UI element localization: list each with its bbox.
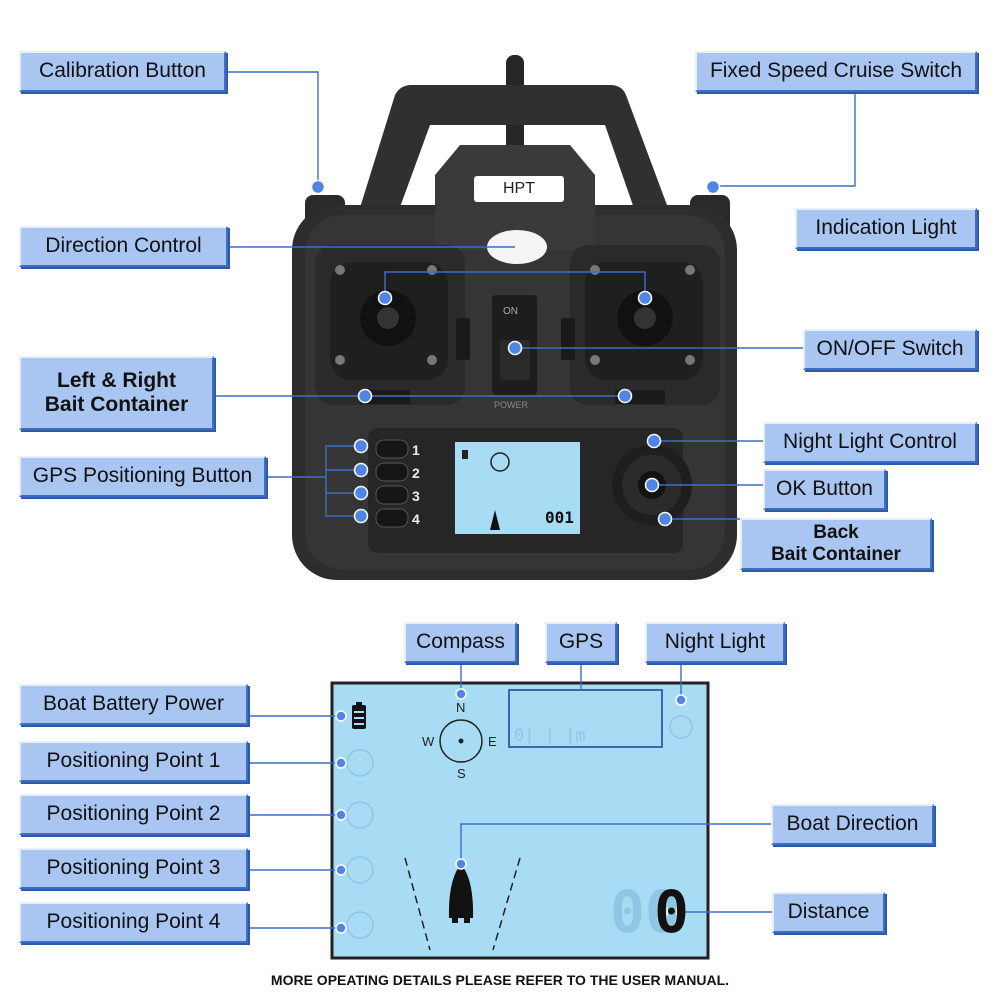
label-left-right-bait-line1: Left & Right: [57, 368, 176, 392]
label-night-light: Night Light: [645, 622, 785, 663]
compass-w: W: [422, 734, 435, 749]
label-calibration-button: Calibration Button: [19, 51, 226, 92]
gps-key-3[interactable]: [375, 485, 409, 505]
label-gps: GPS: [545, 622, 617, 663]
distance-ghost-digits: 00: [610, 878, 680, 946]
gps-key-2[interactable]: [375, 462, 409, 482]
compass-n: N: [456, 700, 466, 715]
callout-dots: [310, 179, 721, 527]
label-back-bait-line1: Back: [813, 522, 859, 544]
brand-plate: HPT: [474, 176, 564, 202]
gps-key-4[interactable]: [375, 508, 409, 528]
label-direction-control: Direction Control: [19, 226, 228, 267]
label-on-off-switch: ON/OFF Switch: [803, 329, 977, 370]
leader-lines-top: [214, 71, 856, 520]
leader-lines-lcd: [248, 663, 772, 929]
compass-s: S: [457, 766, 466, 781]
label-positioning-point-2: Positioning Point 2: [19, 794, 248, 835]
night-light-icon: [669, 715, 693, 739]
label-back-bait: Back Bait Container: [740, 518, 932, 570]
gps-display-box: [508, 689, 663, 748]
label-night-light-control: Night Light Control: [763, 422, 977, 463]
small-lcd: [455, 442, 580, 534]
key-number-4: 4: [412, 511, 420, 527]
label-fixed-speed-cruise: Fixed Speed Cruise Switch: [695, 51, 977, 92]
label-positioning-point-4: Positioning Point 4: [19, 902, 248, 943]
label-compass: Compass: [404, 622, 517, 663]
lcd-callout-dots: [335, 688, 687, 934]
label-left-right-bait: Left & Right Bait Container: [19, 356, 214, 430]
label-indication-light: Indication Light: [795, 208, 977, 249]
label-boat-battery: Boat Battery Power: [19, 684, 248, 725]
key-number-2: 2: [412, 465, 420, 481]
label-distance: Distance: [772, 892, 885, 933]
positioning-point-markers: [346, 749, 374, 939]
compass-icon: [439, 719, 483, 763]
indicator-light: [487, 230, 547, 264]
small-lcd-distance: 001: [545, 508, 574, 527]
distance-value: 0: [654, 878, 689, 946]
key-number-3: 3: [412, 488, 420, 504]
label-positioning-point-3: Positioning Point 3: [19, 848, 248, 889]
on-label: ON: [503, 306, 518, 317]
label-positioning-point-1: Positioning Point 1: [19, 741, 248, 782]
label-left-right-bait-line2: Bait Container: [44, 393, 189, 416]
footer-note: MORE OPEATING DETAILS PLEASE REFER TO TH…: [270, 972, 730, 988]
label-boat-direction: Boat Direction: [771, 804, 934, 845]
gps-readout: 0| | |m: [514, 726, 586, 746]
key-number-1: 1: [412, 442, 420, 458]
gps-key-1[interactable]: [375, 439, 409, 459]
label-gps-positioning-button: GPS Positioning Button: [19, 456, 266, 497]
power-label: POWER: [494, 400, 529, 410]
label-back-bait-line2: Bait Container: [771, 544, 901, 565]
handle: [350, 85, 680, 240]
large-lcd: [330, 681, 710, 960]
compass-e: E: [488, 734, 497, 749]
boat-icon: [448, 864, 474, 918]
label-ok-button: OK Button: [763, 469, 886, 510]
